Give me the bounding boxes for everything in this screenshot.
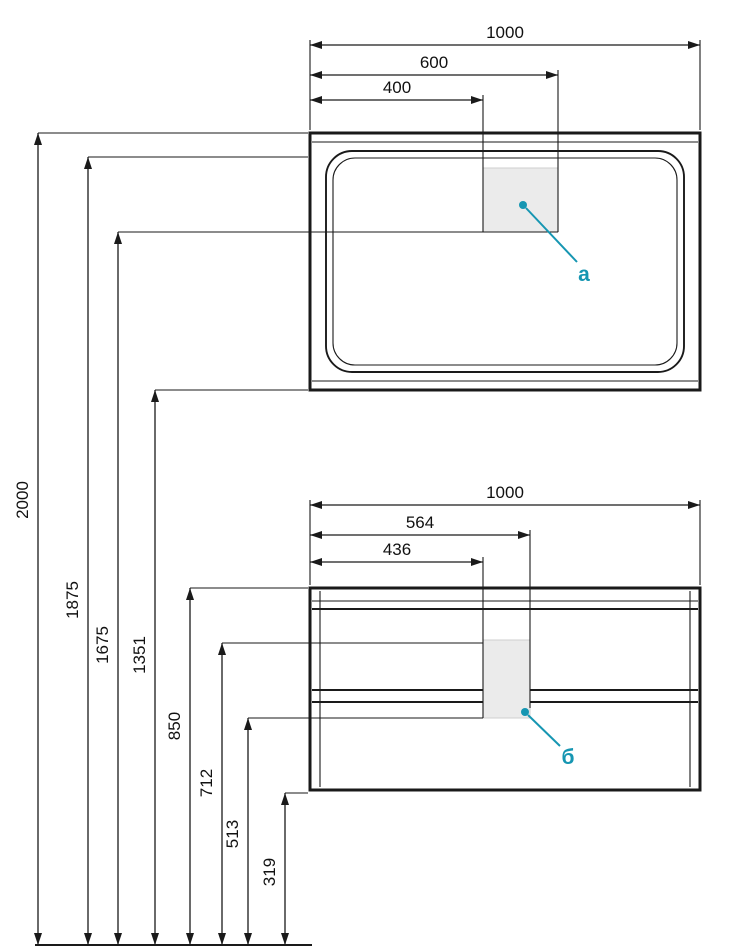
- dim-mirror-600: 600: [310, 53, 558, 79]
- dim-cabinet-436: 436: [310, 540, 483, 566]
- callout-a: а: [519, 201, 590, 286]
- height-label-1875: 1875: [63, 581, 82, 619]
- mirror-glass-edge: [332, 157, 678, 366]
- dim-height-712: 712: [197, 643, 226, 945]
- mirror-mount-area: [482, 167, 559, 233]
- height-label-850: 850: [165, 712, 184, 740]
- height-label-2000: 2000: [13, 481, 32, 519]
- mirror-mid-label: 600: [420, 53, 448, 72]
- callout-b-label: б: [562, 746, 575, 769]
- dim-height-850: 850: [165, 588, 194, 945]
- cabinet-view: [308, 586, 702, 792]
- mirror-width-label: 1000: [486, 23, 524, 42]
- dim-height-2000: 2000: [13, 133, 42, 945]
- cabinet-mid-label: 564: [406, 513, 434, 532]
- dim-height-319: 319: [260, 793, 289, 945]
- callout-a-dot: [519, 201, 527, 209]
- mirror-outer-frame: [308, 131, 702, 392]
- dim-height-1675: 1675: [93, 232, 122, 945]
- height-label-712: 712: [197, 769, 216, 797]
- height-label-1675: 1675: [93, 626, 112, 664]
- dim-height-1875: 1875: [63, 157, 92, 945]
- callout-b-dot: [521, 708, 529, 716]
- cabinet-width-label: 1000: [486, 483, 524, 502]
- mirror-view: [308, 131, 702, 392]
- cabinet-outer-frame: [308, 586, 702, 792]
- callout-b-leader: [527, 714, 561, 747]
- dim-mirror-400: 400: [310, 78, 483, 104]
- dim-cabinet-564: 564: [310, 513, 530, 539]
- cabinet-mount-area: [482, 639, 531, 719]
- dim-height-1351: 1351: [130, 390, 159, 945]
- dim-mirror-width: 1000: [310, 23, 700, 49]
- extension-lines: [35, 40, 701, 946]
- height-label-513: 513: [223, 820, 242, 848]
- height-label-1351: 1351: [130, 636, 149, 674]
- mirror-inner-frame: [325, 150, 685, 373]
- callout-a-label: а: [578, 263, 590, 286]
- callout-b: б: [521, 708, 575, 769]
- height-label-319: 319: [260, 858, 279, 886]
- dim-height-513: 513: [223, 718, 252, 945]
- dim-cabinet-width: 1000: [310, 483, 700, 509]
- mirror-inner-label: 400: [383, 78, 411, 97]
- callout-a-leader: [525, 207, 578, 263]
- cabinet-inner-label: 436: [383, 540, 411, 559]
